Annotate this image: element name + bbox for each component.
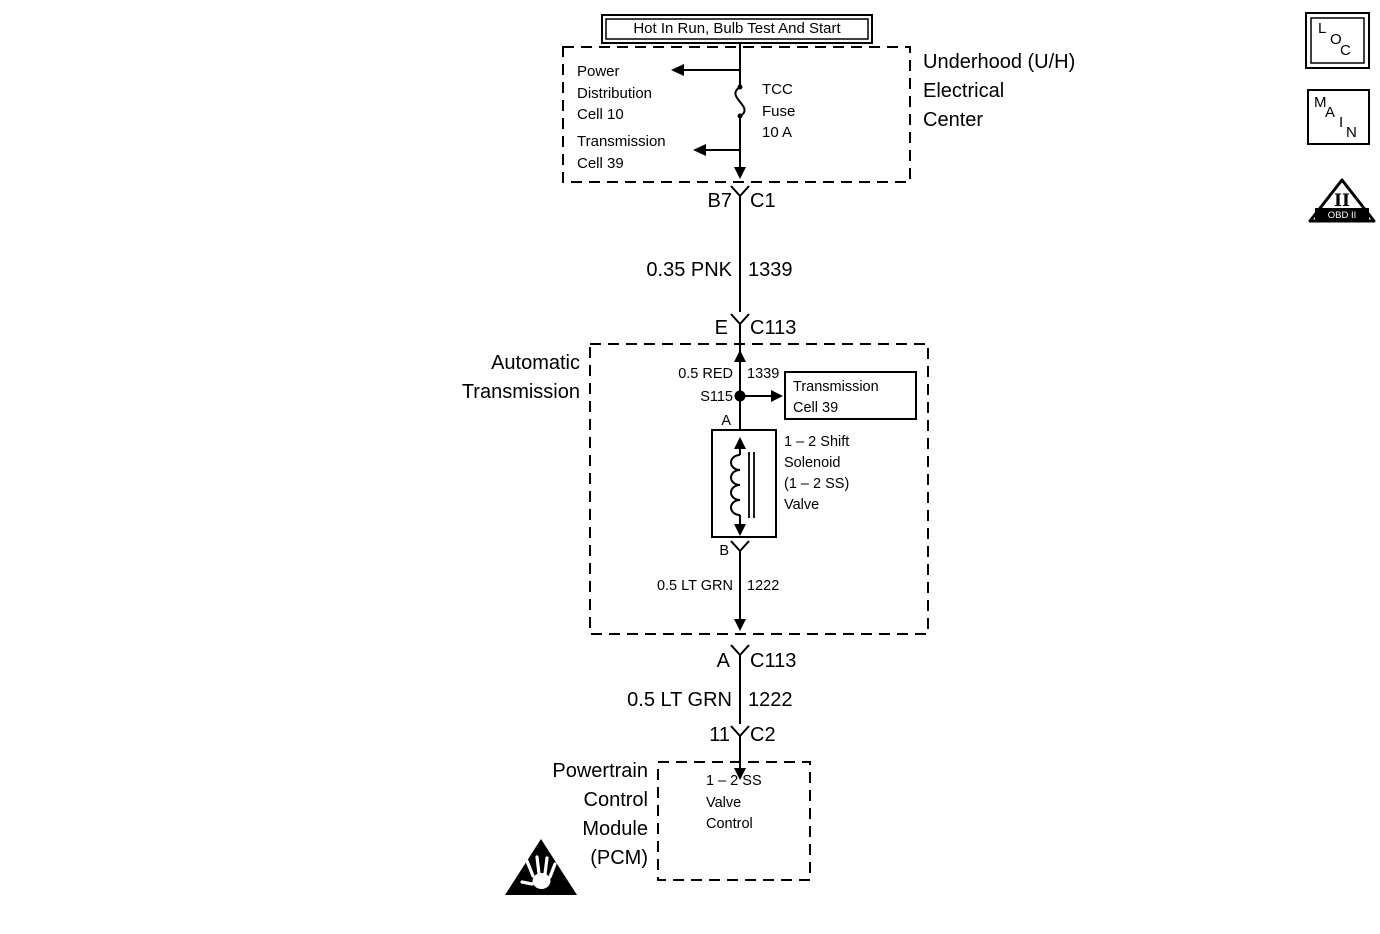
obd2-icon: II OBD II [1308,178,1376,223]
wire-ltgrn-inner-circuit: 1222 [747,578,780,594]
connector-c2-symbol [730,725,750,737]
transmission-entry-arrow [734,350,746,362]
underhood-box [562,46,911,183]
banner-title: Hot In Run, Bulb Test And Start [633,20,841,37]
connector-c113-top-pin: E [714,317,728,339]
transmission-cell-arrow [693,144,740,156]
pcm-label: Powertrain Control Module (PCM) [552,760,648,869]
banner-box [601,14,873,44]
splice-s115-symbol [734,390,783,402]
obd2-numeral: II [1334,191,1350,211]
obd2-label: OBD II [1328,210,1357,221]
loc-letter-l: L [1318,20,1327,37]
connector-c113-top-name: C113 [750,317,797,339]
solenoid-box [711,429,777,538]
connector-c1-name: C1 [750,190,776,212]
main-letter-n: N [1346,124,1357,141]
main-letter-m: M [1314,94,1327,111]
power-distribution-arrow [671,64,740,76]
automatic-transmission-box [589,343,929,635]
connector-c2-name: C2 [750,724,776,746]
tcc-fuse-symbol [734,84,746,119]
wire-pnk-label: 0.35 PNK [646,259,732,281]
main-badge-frame [1307,89,1370,145]
connector-c113-bottom-pin: A [716,650,730,672]
pcm-box [657,761,811,881]
connector-c113-bottom-name: C113 [750,650,797,672]
solenoid-label: 1 – 2 Shift Solenoid (1 – 2 SS) Valve [784,434,850,513]
connector-c1-pin: B7 [707,190,732,212]
connector-c113-top-symbol [730,313,750,325]
connector-c1-symbol [730,185,750,197]
connector-b-symbol [730,540,750,552]
terminal-b-label: B [719,543,729,559]
underhood-label: Underhood (U/H) Electrical Center [923,51,1076,131]
loc-letter-c: C [1340,42,1351,59]
transmission-cell-box [784,371,917,420]
connector-c113-bottom-symbol [730,644,750,656]
connector-c2-pin: 11 [709,724,730,746]
transmission-cell-ref: Transmission Cell 39 [577,133,666,172]
underhood-exit-arrow [734,167,746,179]
transmission-cell-box-label: Transmission Cell 39 [793,379,879,416]
solenoid-coil-symbol [730,437,755,536]
power-distribution-ref: Power Distribution Cell 10 [577,63,653,123]
pcm-entry-arrow [734,768,746,780]
main-badge: M A I N [1308,90,1369,144]
wire-red-circuit: 1339 [747,366,780,382]
wire-red-label: 0.5 RED [678,366,733,382]
pcm-function-label: 1 – 2 SS Valve Control [706,773,762,832]
automatic-transmission-label: Automatic Transmission [461,352,580,403]
tcc-fuse-label: TCC Fuse 10 A [762,81,796,141]
wire-pnk-circuit: 1339 [748,259,793,281]
loc-badge: L O C [1306,13,1369,68]
wire-ltgrn-outer-circuit: 1222 [748,689,793,711]
esd-warning-icon [505,839,577,895]
loc-badge-frame [1305,12,1370,69]
main-letter-i: I [1339,114,1344,131]
terminal-a-label: A [721,413,731,429]
wire-ltgrn-outer-label: 0.5 LT GRN [627,689,732,711]
wire-ltgrn-inner-label: 0.5 LT GRN [656,578,733,594]
transmission-exit-arrow [734,619,746,631]
loc-letter-o: O [1330,31,1342,48]
splice-s115-label: S115 [700,389,733,405]
main-letter-a: A [1325,104,1336,121]
